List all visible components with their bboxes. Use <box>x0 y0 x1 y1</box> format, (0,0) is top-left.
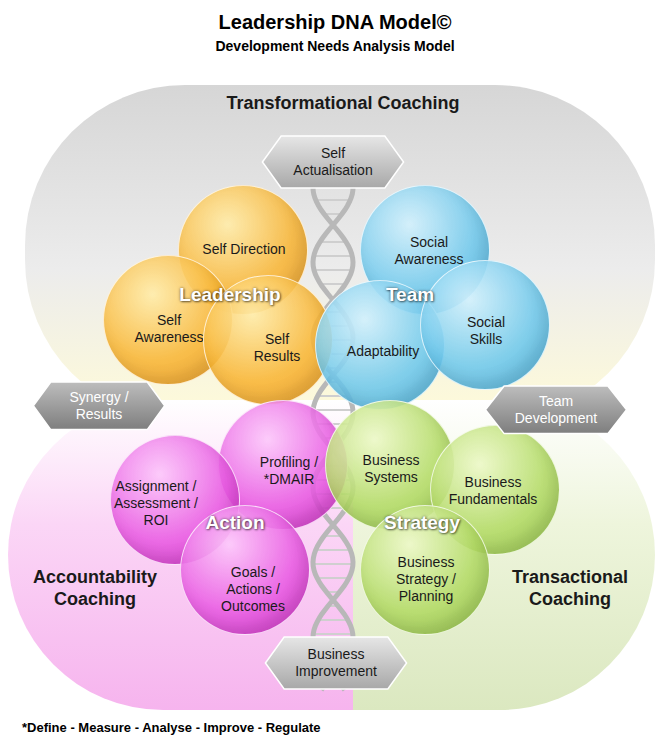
helix-rung <box>332 675 334 677</box>
band-heading: Transactional Coaching <box>500 567 640 610</box>
node-label: Self Awareness <box>124 312 214 346</box>
footnote: *Define - Measure - Analyse - Improve - … <box>22 720 321 735</box>
node-label: Goals / Actions / Outcomes <box>214 564 292 614</box>
helix-rung <box>313 339 353 341</box>
helix-rung <box>315 423 350 425</box>
helix-rung <box>315 647 351 649</box>
helix-rung <box>323 311 342 313</box>
node-label: Team Development <box>506 393 606 427</box>
diagram-title: Leadership DNA Model© <box>219 11 452 34</box>
helix-rung <box>314 269 352 271</box>
helix-rung <box>314 255 353 257</box>
helix-rung <box>331 521 336 523</box>
hexagon-box: Business Improvement <box>264 636 408 690</box>
helix-rung <box>321 283 346 285</box>
helix-rung <box>328 605 338 607</box>
helix-rung <box>314 479 352 481</box>
helix-rung <box>327 367 339 369</box>
coaching-band: Transformational CoachingSelf Actualisat… <box>25 85 655 420</box>
helix-rung <box>315 325 350 327</box>
node-label: Self Results <box>242 331 312 365</box>
hexagon-box: Self Actualisation <box>261 135 405 189</box>
helix-rung <box>320 507 346 509</box>
competency-circle: Social Skills <box>420 260 550 390</box>
helix-strand <box>313 150 353 690</box>
helix-rung <box>317 171 349 173</box>
hexagon-box: Synergy / Results <box>32 381 166 431</box>
node-label: Business Systems <box>351 452 431 486</box>
node-label: Assignment / Assessment / ROI <box>106 478 206 528</box>
helix-rung <box>327 381 339 383</box>
group-label: Team <box>386 284 434 306</box>
helix-rung <box>318 353 349 355</box>
helix-rung <box>320 241 346 243</box>
helix-rung <box>313 409 353 411</box>
group-label: Strategy <box>384 512 460 534</box>
band-heading: Transformational Coaching <box>193 93 493 115</box>
node-label: Self Actualisation <box>283 145 383 179</box>
helix-rung <box>331 297 334 299</box>
helix-strand <box>313 150 353 690</box>
helix-rung <box>326 157 339 159</box>
helix-rung <box>331 451 334 453</box>
helix-rung <box>326 591 339 593</box>
node-label: Social Skills <box>451 314 521 348</box>
node-label: Adaptability <box>333 343 433 360</box>
helix-rung <box>324 213 342 215</box>
helix-rung <box>316 549 351 551</box>
group-label: Leadership <box>179 284 280 306</box>
helix-rung <box>314 493 353 495</box>
helix-rung <box>313 633 353 635</box>
node-label: Business Improvement <box>286 646 386 680</box>
helix-rung <box>313 185 353 187</box>
node-label: Business Fundamentals <box>443 474 543 508</box>
helix-rung <box>331 227 336 229</box>
node-label: Profiling / *DMAIR <box>249 454 329 488</box>
group-label: Action <box>205 512 264 534</box>
node-label: Synergy / Results <box>54 389 144 423</box>
helix-rung <box>321 465 346 467</box>
node-label: Business Strategy / Planning <box>381 554 471 604</box>
helix-rung <box>318 619 348 621</box>
helix-rung <box>317 577 349 579</box>
hexagon-box: Team Development <box>484 385 628 435</box>
band-heading: Accountability Coaching <box>15 567 175 610</box>
helix-rung <box>324 535 342 537</box>
helix-rung <box>313 563 353 565</box>
node-label: Self Direction <box>199 241 289 258</box>
helix-rung <box>323 661 344 663</box>
subtitle: Development Needs Analysis Model <box>215 38 454 54</box>
helix-rung <box>318 395 349 397</box>
helix-rung <box>323 437 342 439</box>
helix-rung <box>316 199 351 201</box>
